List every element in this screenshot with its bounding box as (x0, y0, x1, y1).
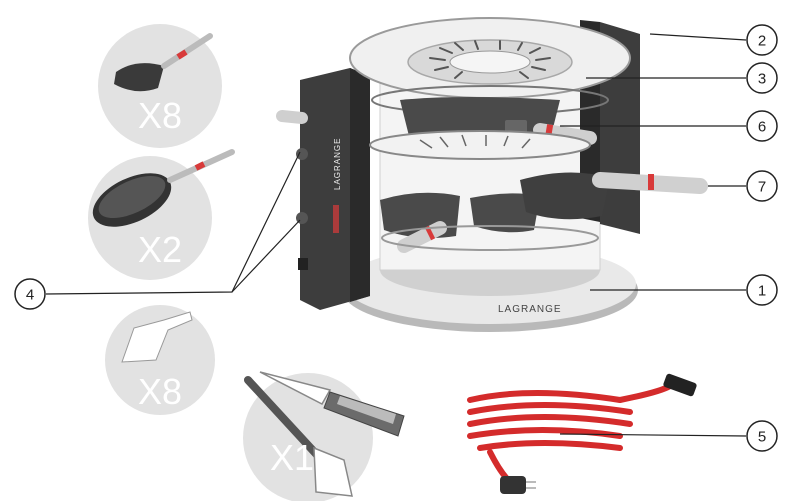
large-pan-group: X2 (88, 149, 235, 280)
callout-1: 1 (746, 274, 778, 306)
leader-lines (45, 33, 747, 437)
power-switch[interactable] (298, 258, 308, 270)
callout-4: 4 (14, 278, 46, 310)
svg-text:2: 2 (758, 33, 766, 50)
svg-text:1: 1 (758, 283, 766, 300)
callout-6: 6 (746, 110, 778, 142)
raclette-grill: LAGRANGE LAGRANGE (276, 17, 708, 332)
callout-7: 7 (746, 170, 778, 202)
callout-5: 5 (746, 420, 778, 452)
small-pan-group: X8 (98, 24, 222, 148)
tier-3-shelf (381, 225, 599, 251)
spatula-qty: X8 (138, 371, 182, 412)
cheese-tools-group: X1 (243, 371, 405, 501)
tier-2-shelf (369, 130, 591, 160)
pan-handle-left (397, 221, 447, 253)
pan-handle-back (276, 110, 308, 124)
cable-connector (663, 373, 697, 397)
power-cable (467, 373, 697, 494)
base-brand-text: LAGRANGE (498, 304, 562, 315)
svg-text:4: 4 (26, 287, 34, 304)
spatula-group: X8 (105, 305, 215, 415)
cheese-slicer-icon (244, 376, 322, 460)
svg-text:6: 6 (758, 119, 766, 136)
small-pan-bubble (98, 24, 222, 148)
callout-2: 2 (746, 24, 778, 56)
svg-text:3: 3 (758, 71, 766, 88)
callout-3: 3 (746, 62, 778, 94)
plug-icon (500, 476, 526, 494)
small-pan-icon (114, 63, 164, 92)
svg-text:7: 7 (758, 179, 766, 196)
control-knob-upper[interactable] (296, 148, 308, 160)
side-red-mark (333, 205, 339, 233)
small-pan-qty: X8 (138, 95, 182, 136)
large-pan-qty: X2 (138, 229, 182, 270)
tier-2-pan-right (520, 172, 610, 220)
side-brand-text: LAGRANGE (333, 138, 342, 190)
tier-2-pan-mid (470, 193, 540, 233)
spatula-icon (121, 311, 193, 363)
svg-text:5: 5 (758, 429, 766, 446)
cheese-knife-icon (259, 371, 332, 405)
cheese-tools-qty: X1 (270, 437, 314, 478)
